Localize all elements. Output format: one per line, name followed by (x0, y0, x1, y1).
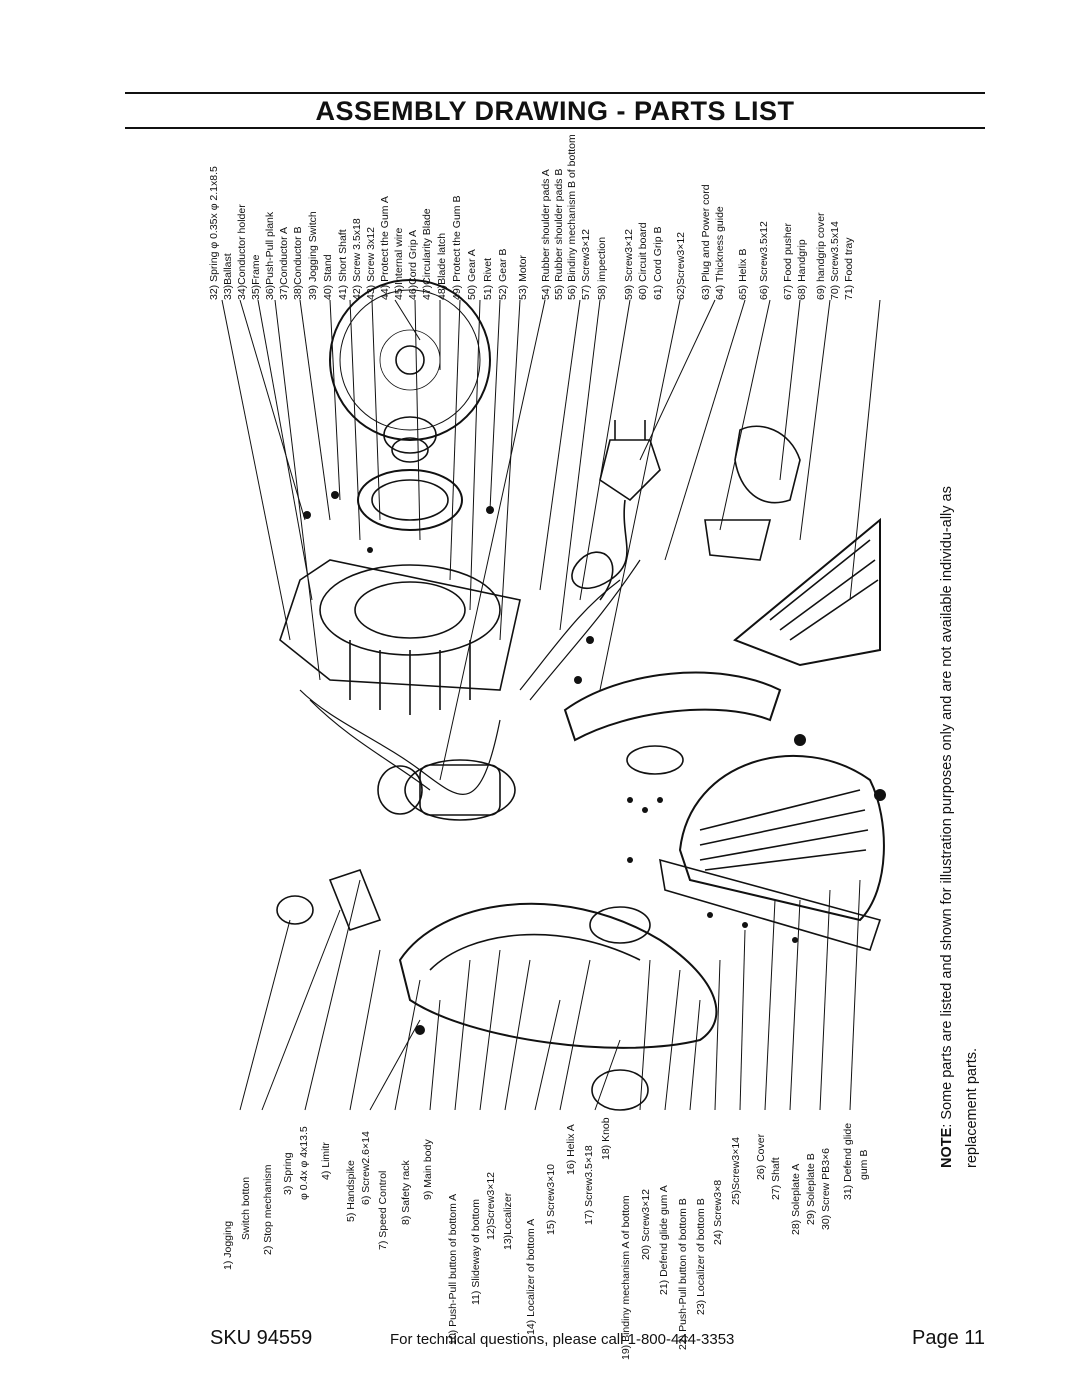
leader-lines-top (221, 299, 881, 781)
part-label: 48)Blade latch (436, 232, 448, 300)
stand-frame (279, 559, 521, 715)
part-label: 47)Circularity Blade (421, 208, 433, 300)
part-label: 50) Gear A (466, 249, 478, 300)
page-number: Page 11 (912, 1327, 986, 1349)
part-label: 24) Screw3×8 (712, 1179, 724, 1245)
part-label: 56) Bindiny mechanism B of bottom (566, 134, 578, 300)
part-label: 7) Speed Control (377, 1170, 389, 1250)
part-label: 68) Handgrip (796, 239, 808, 300)
food-pusher (704, 425, 801, 561)
part-label: 13)Localizer (502, 1192, 514, 1250)
note-label: NOTE (939, 1127, 955, 1168)
part-label: 37)Conductor A (278, 227, 290, 300)
motor (377, 759, 516, 821)
part-label: 45)Internal wire (393, 227, 405, 300)
note-body: : Some parts are listed and shown for il… (939, 486, 980, 1168)
part-label: 33)Ballast (222, 253, 234, 300)
top-rule (125, 92, 985, 94)
part-label: 17) Screw3.5×18 (583, 1145, 595, 1225)
main-body (398, 902, 718, 1111)
screws (303, 491, 886, 1035)
part-label: 52) Gear B (497, 248, 509, 300)
part-label: 46)Cord Grip A (407, 229, 419, 300)
part-label: 27) Shaft (770, 1157, 782, 1200)
note-text: NOTE: Some parts are listed and shown fo… (935, 448, 985, 1168)
part-label: 22) Push-Pull button of bottom B (677, 1198, 689, 1350)
part-label: 49) Protect the Gum B (451, 195, 463, 300)
part-label: 2) Stop mechanism (262, 1164, 274, 1255)
part-label: 42) Screw 3.5x18 (351, 218, 363, 300)
circular-blade (329, 279, 491, 441)
part-label: 31) Defend glide (842, 1122, 854, 1200)
part-label: 25)Screw3×14 (730, 1137, 742, 1205)
tech-support-text: For technical questions, please call 1-8… (390, 1331, 735, 1348)
part-label: 44) Protect the Gum A (379, 196, 391, 300)
part-label: 36)Push-Pull plank (264, 211, 276, 300)
center-nut (383, 416, 437, 463)
part-label: 18) Knob (600, 1117, 612, 1160)
part-label: 60) Circuit board (637, 222, 649, 300)
part-label: 32) Spring φ 0.35x φ 2.1x8.5 (208, 166, 220, 300)
part-label: 62)Screw3×12 (675, 232, 687, 300)
gear-ring (357, 469, 463, 531)
part-label: 54) Rubber shoulder pads A (540, 169, 552, 300)
part-label: 23) Localizer of bottom B (695, 1198, 707, 1315)
part-label: 53) Motor (517, 255, 529, 300)
part-label: 30) Screw PB3×6 (820, 1147, 832, 1230)
part-label: 67) Food pusher (782, 222, 794, 300)
part-label: 59) Screw3×12 (623, 229, 635, 300)
part-label: gum B (858, 1149, 870, 1180)
part-label: 39) Jogging Switch (307, 211, 319, 300)
part-label: 55) Rubber shoulder pads B (553, 168, 565, 300)
part-label: 28) Soleplate A (790, 1163, 802, 1235)
thickness-guide (563, 671, 782, 742)
part-label: 10) Push-Pull button of bottom A (447, 1193, 459, 1345)
part-label: 6) Screw2.6×14 (360, 1131, 372, 1205)
circuit-board (626, 745, 684, 775)
part-label: 21) Defend glide gum A (658, 1185, 670, 1295)
part-label: 63) Plug and Power cord (700, 184, 712, 300)
part-label: 14) Localizer of bottom A (525, 1218, 537, 1335)
part-label: 65) Helix B (737, 248, 749, 300)
part-label: 40) Stand (322, 254, 334, 300)
part-label: 16) Helix A (565, 1124, 577, 1175)
plug-and-power-cord (571, 420, 661, 601)
food-tray (733, 517, 881, 667)
part-label: 43) Screw 3x12 (365, 227, 377, 300)
part-label: 29) Soleplate B (805, 1153, 817, 1225)
jogging-switch (276, 869, 382, 931)
part-label: Switch botton (240, 1176, 252, 1240)
part-label: 5) Handspike (345, 1160, 357, 1222)
part-label: 12)Screw3×12 (485, 1172, 497, 1240)
part-label: 71) Food tray (843, 237, 855, 300)
sku-label: SKU 94559 (210, 1327, 313, 1349)
leader-lines-bottom (239, 879, 861, 1111)
part-label: 57) Screw3×12 (580, 229, 592, 300)
part-label: 11) Slideway of bottom (470, 1198, 482, 1305)
part-label: 3) Spring (282, 1152, 294, 1195)
part-label: 51) Rivet (482, 257, 494, 300)
part-label: 8) Safety rack (400, 1160, 412, 1225)
part-label: 34)Conductor holder (236, 204, 248, 300)
part-label: 35)Frame (250, 254, 262, 300)
part-label: 20) Screw3×12 (640, 1189, 652, 1260)
part-label: 69) handgrip cover (815, 212, 827, 300)
part-label: 61) Cord Grip B (652, 226, 664, 300)
part-label: 41) Short Shaft (337, 229, 349, 300)
part-label: 70) Screw3.5x14 (829, 221, 841, 300)
part-label: 38)Conductor B (292, 226, 304, 300)
cover (659, 754, 885, 951)
part-label: 4) Limitr (320, 1142, 332, 1180)
part-label: 66) Screw3.5x12 (758, 221, 770, 300)
part-label: 26) Cover (755, 1133, 767, 1180)
part-label: 1) Jogging (222, 1220, 234, 1270)
part-label: 9) Main body (422, 1139, 434, 1200)
part-label: 15) Screw3×10 (545, 1164, 557, 1235)
part-label: φ 0.4x φ 4x13.5 (298, 1126, 310, 1200)
part-label: 58) impection (596, 236, 608, 300)
part-label: 64) Thickness guide (714, 206, 726, 300)
title-underline (125, 127, 985, 129)
page-title: ASSEMBLY DRAWING - PARTS LIST (315, 96, 795, 126)
